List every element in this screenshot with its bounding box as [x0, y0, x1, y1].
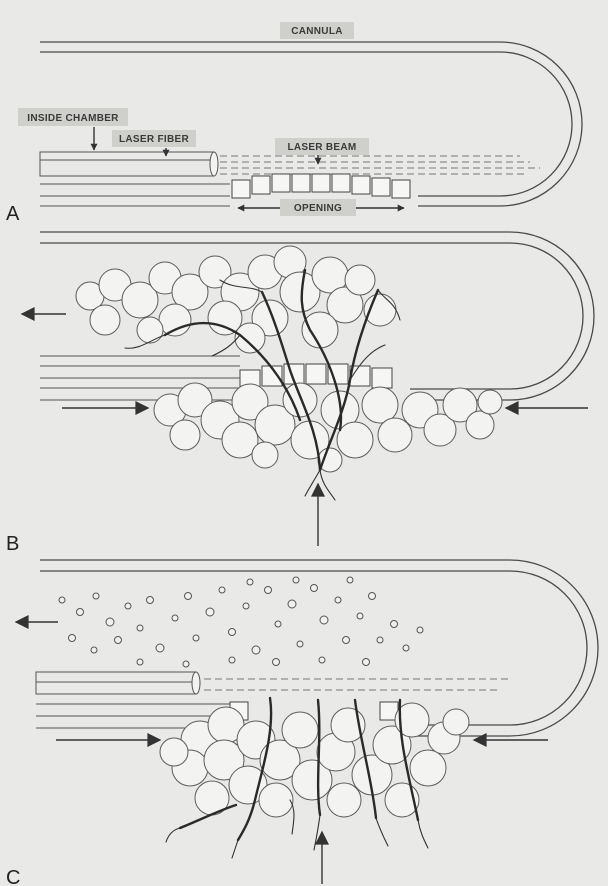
opening-label: OPENING — [294, 203, 342, 214]
laser-fiber-tip-c — [192, 672, 200, 694]
panel-c: C — [6, 560, 598, 886]
outside-tissue-cloud-c — [160, 703, 469, 817]
opening-windows-b — [240, 364, 392, 390]
panel-letter-c: C — [6, 867, 20, 886]
laser-fiber-shape — [40, 152, 214, 176]
panel-a: CANNULA INSIDE CHAMBER LASER FIBER LASER… — [6, 22, 582, 225]
inside-chamber-walls — [40, 152, 230, 206]
cannula-inner-wall-c — [40, 571, 587, 725]
outside-tissue-cloud — [154, 383, 502, 472]
laser-fiber-tip — [210, 152, 218, 176]
inside-chamber-label: INSIDE CHAMBER — [27, 113, 119, 124]
vaporized-particles — [59, 577, 423, 667]
opening-windows — [232, 174, 410, 198]
panel-letter-a: A — [6, 203, 20, 225]
opening-windows-c — [230, 702, 398, 720]
laser-beam-lines — [220, 156, 540, 174]
laser-beam-lines-c — [204, 679, 510, 690]
panel-letter-b: B — [6, 533, 19, 555]
laser-fiber-label: LASER FIBER — [119, 134, 189, 145]
aspirated-tissue-cloud — [76, 246, 396, 353]
inside-chamber-walls-c — [36, 672, 230, 728]
panel-b: B — [6, 232, 594, 555]
laser-fiber-shape-c — [36, 672, 196, 694]
laser-beam-label: LASER BEAM — [287, 142, 356, 153]
cannula-label: CANNULA — [291, 26, 343, 37]
